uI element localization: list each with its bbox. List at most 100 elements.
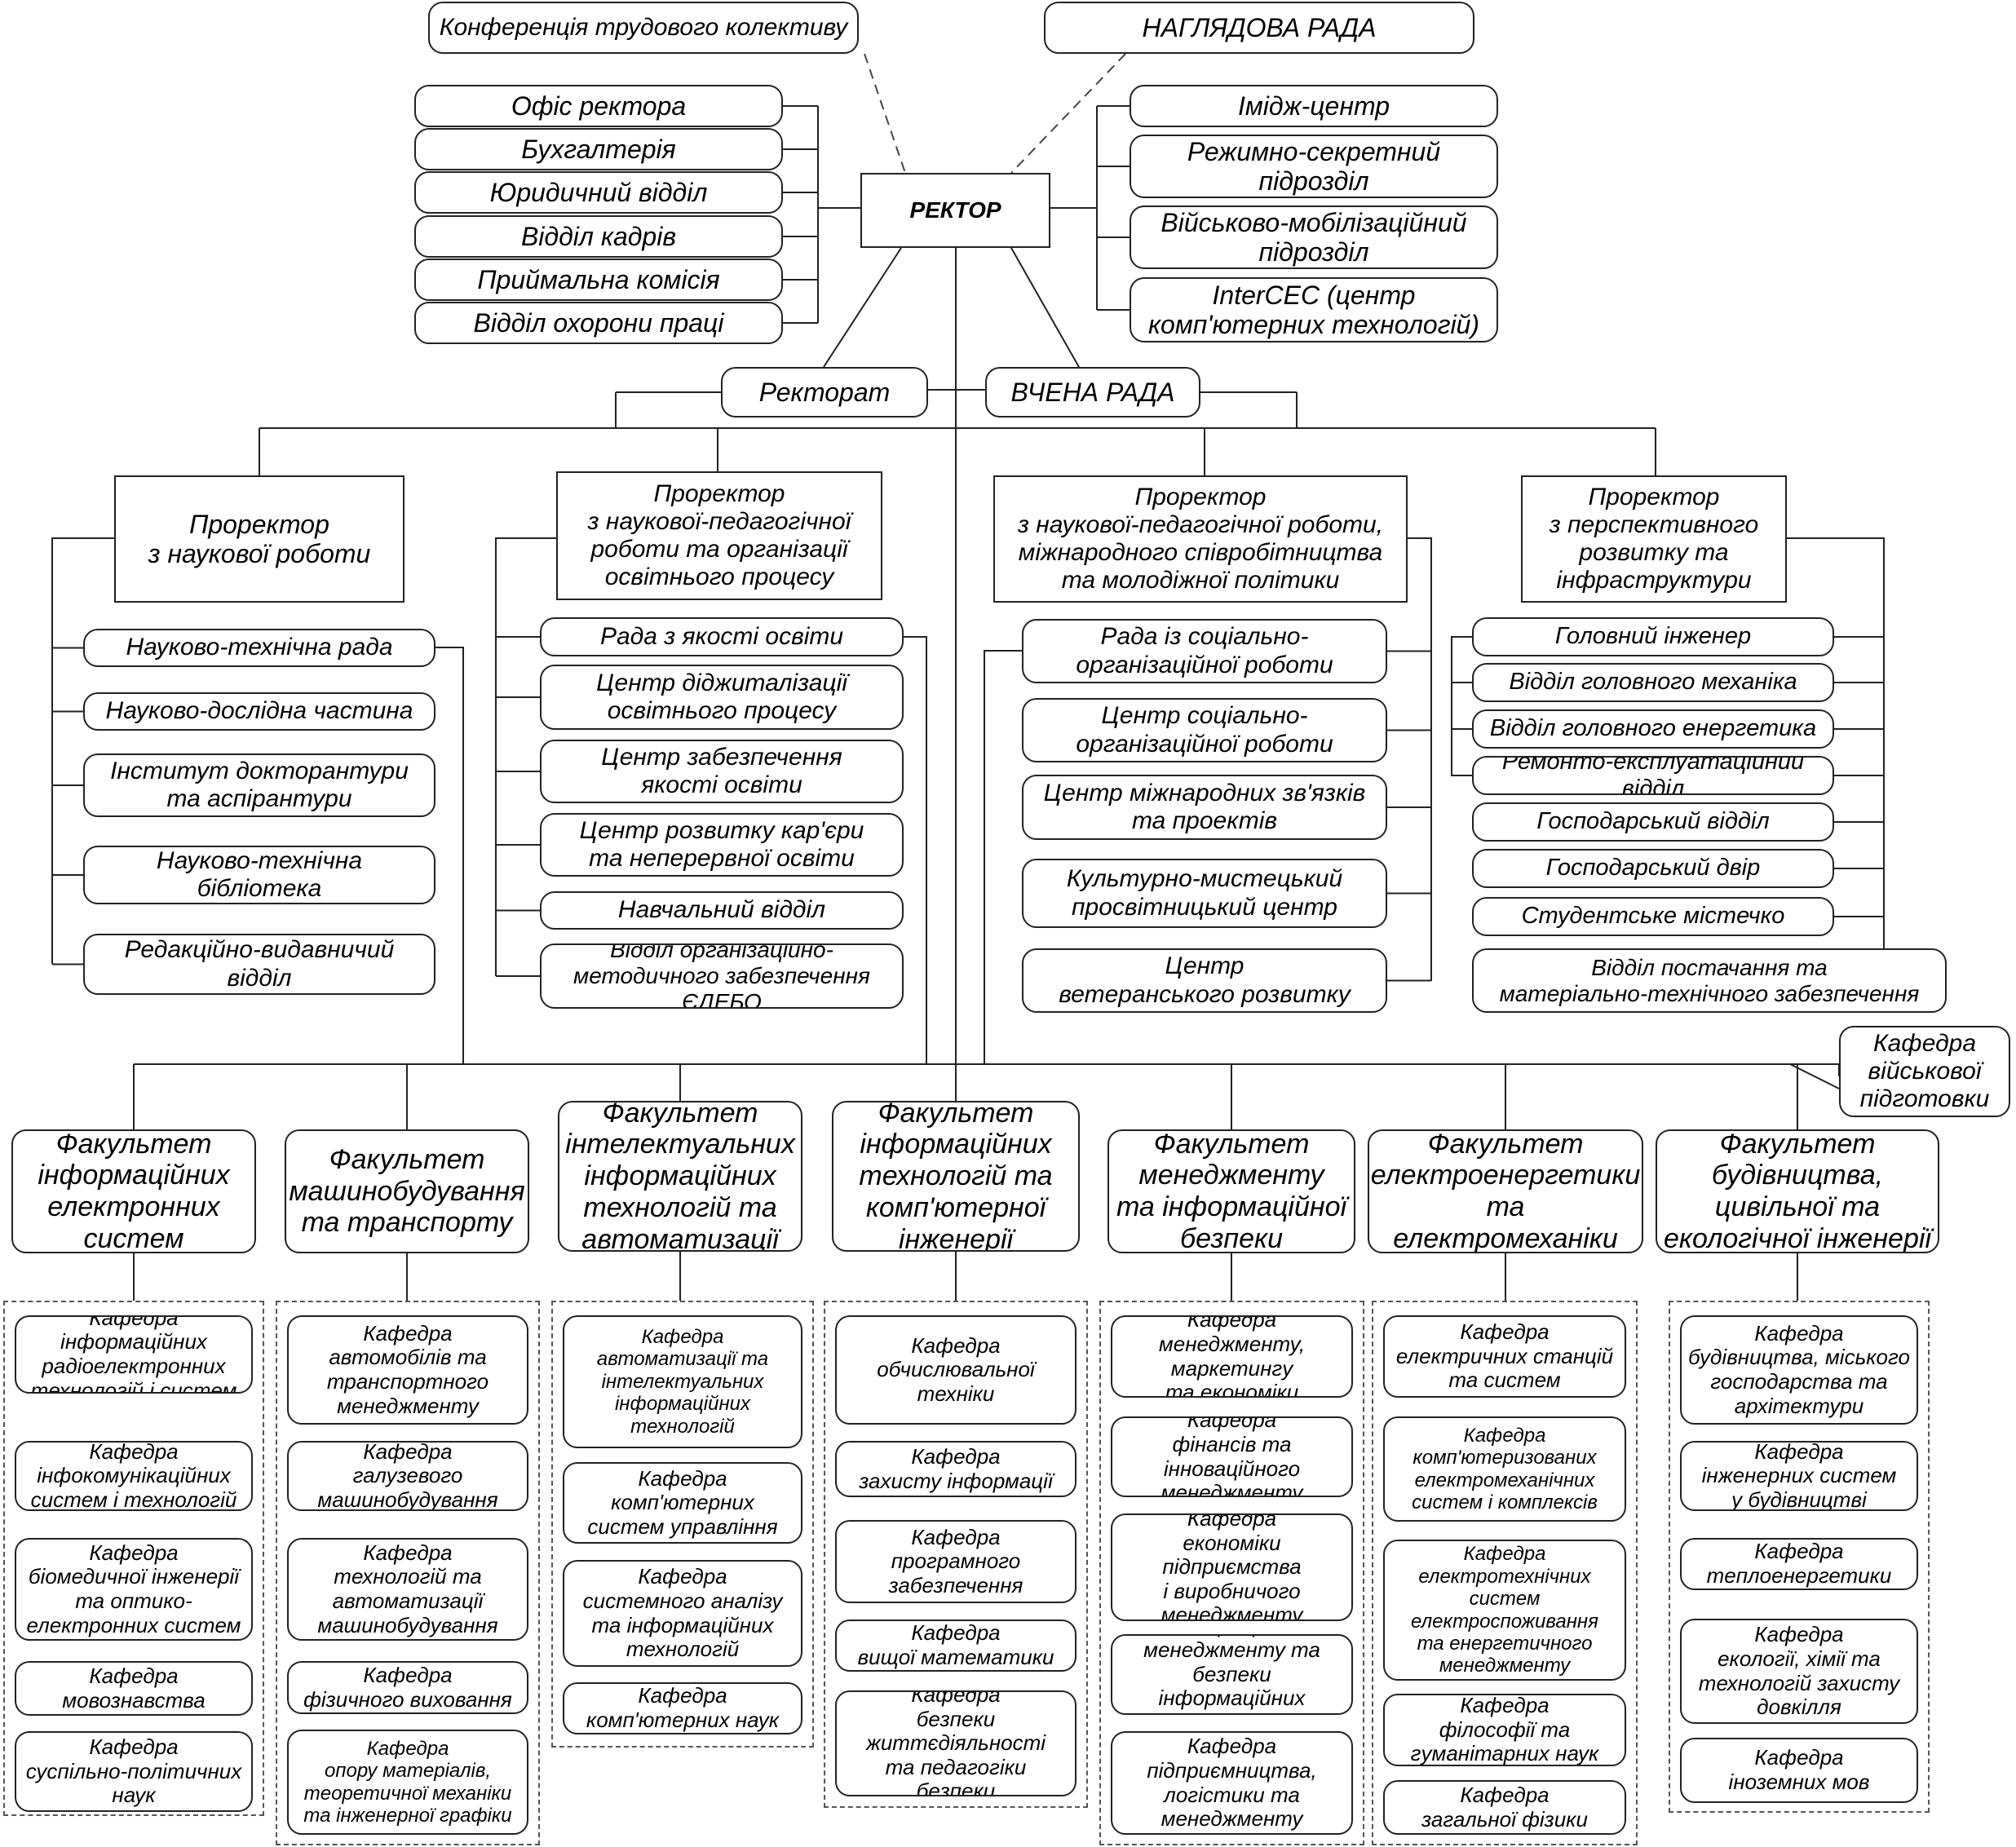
department-box: Кафедра загальної фізики bbox=[1383, 1780, 1626, 1835]
faculty-box: Факультет менеджменту та інформаційної б… bbox=[1107, 1129, 1355, 1253]
international-unit: Культурно-мистецький просвітницький цент… bbox=[1022, 859, 1387, 928]
department-box: Кафедра інформаційних радіоелектронних т… bbox=[15, 1315, 253, 1394]
department-box: Кафедра опору матеріалів, теоретичної ме… bbox=[287, 1730, 528, 1835]
department-box: Кафедра філософії та гуманітарних наук bbox=[1383, 1694, 1626, 1766]
faculty-box: Факультет будівництва, цивільної та екол… bbox=[1656, 1129, 1939, 1253]
science-unit: Науково-технічна рада bbox=[83, 629, 435, 667]
infrastructure-unit: Головний інженер bbox=[1472, 617, 1834, 656]
department-group bbox=[276, 1301, 540, 1845]
department-box: Кафедра теплоенергетики bbox=[1680, 1538, 1918, 1590]
department-box: Кафедра економіки підприємства і виробни… bbox=[1111, 1513, 1353, 1621]
faculty-box: Факультет машинобудування та транспорту bbox=[285, 1129, 529, 1253]
department-box: Кафедра електричних станцій та систем bbox=[1383, 1315, 1626, 1398]
department-box: Кафедра технологій та автоматизації маши… bbox=[287, 1538, 528, 1641]
rectorate-box: Ректорат bbox=[721, 367, 928, 418]
rector-service-unit: Імідж-центр bbox=[1130, 85, 1498, 127]
department-box: Кафедра фінансів та інноваційного менедж… bbox=[1111, 1416, 1353, 1497]
rector-office-unit: Приймальна комісія bbox=[414, 258, 783, 301]
science-unit: Науково-технічна бібліотека bbox=[83, 846, 435, 904]
rector-service-unit: Військово-мобілізаційний підрозділ bbox=[1130, 205, 1498, 269]
department-box: Кафедра системного аналізу та інформацій… bbox=[563, 1560, 802, 1667]
infrastructure-unit: Господарський відділ bbox=[1472, 802, 1834, 842]
department-box: Кафедра комп'ютеризованих електромеханіч… bbox=[1383, 1416, 1626, 1522]
department-box: Кафедра електротехнічних систем електрос… bbox=[1383, 1540, 1626, 1681]
education-unit: Центр розвитку кар'єри та неперервної ос… bbox=[540, 813, 904, 877]
department-box: Кафедра комп'ютерних систем управління bbox=[563, 1462, 802, 1544]
department-box: Кафедра інженерних систем у будівництві bbox=[1680, 1441, 1918, 1511]
dashed-connector bbox=[864, 53, 906, 174]
rector-office-unit: Юридичний відділ bbox=[414, 171, 783, 214]
faculty-box: Факультет інформаційних технологій та ко… bbox=[832, 1101, 1080, 1252]
international-unit: Центр міжнародних зв'язків та проектів bbox=[1022, 775, 1387, 840]
science-unit: Редакційно-видавничий відділ bbox=[83, 934, 435, 995]
department-box: Кафедра біомедичної інженерії та оптико-… bbox=[15, 1538, 253, 1641]
connector bbox=[823, 247, 902, 368]
rector-box: РЕКТОР bbox=[860, 173, 1050, 248]
department-box: Кафедра обчислювальної техніки bbox=[835, 1315, 1077, 1425]
department-box: Кафедра інфокомунікаційних систем і техн… bbox=[15, 1441, 253, 1511]
department-box: Кафедра мовознавства bbox=[15, 1661, 253, 1716]
department-box: Кафедра підприємництва, логістики та мен… bbox=[1111, 1731, 1353, 1835]
rector-service-unit: Режимно-секретний підрозділ bbox=[1130, 135, 1498, 198]
connector bbox=[1787, 537, 1885, 948]
department-box: Кафедра будівництва, міського господарст… bbox=[1680, 1315, 1918, 1425]
infrastructure-unit: Відділ постачання та матеріально-технічн… bbox=[1472, 948, 1947, 1013]
faculty-box: Факультет електроенергетики та електроме… bbox=[1368, 1129, 1643, 1253]
department-group bbox=[1669, 1301, 1930, 1813]
department-group bbox=[3, 1301, 264, 1816]
department-box: Кафедра автомобілів та транспортного мен… bbox=[287, 1315, 528, 1425]
connector bbox=[1451, 636, 1472, 776]
connector bbox=[984, 650, 1022, 1064]
department-group bbox=[824, 1301, 1088, 1808]
international-unit: Рада із соціально- організаційної роботи bbox=[1022, 619, 1387, 683]
department-box: Кафедра захисту інформації bbox=[835, 1441, 1077, 1497]
department-box: Кафедра менеджменту, маркетингу та еконо… bbox=[1111, 1315, 1353, 1398]
education-unit: Центр діджиталізації освітнього процесу bbox=[540, 665, 904, 730]
faculty-box: Факультет інформаційних електронних сист… bbox=[11, 1129, 256, 1253]
rector-office-unit: Бухгалтерія bbox=[414, 128, 783, 170]
infrastructure-unit: Відділ головного енергетика bbox=[1472, 709, 1834, 749]
infrastructure-unit: Ремонто-експлуатаційний відділ bbox=[1472, 756, 1834, 795]
department-box: Кафедра іноземних мов bbox=[1680, 1738, 1918, 1803]
vice-rector-4: Проректор з перспективного розвитку та і… bbox=[1521, 475, 1787, 603]
department-box: Кафедра екології, хімії та технологій за… bbox=[1680, 1619, 1918, 1724]
dashed-connector bbox=[1010, 53, 1126, 174]
department-box: Кафедра безпеки життєдіяльності та педаг… bbox=[835, 1690, 1077, 1796]
vice-rector-1: Проректор з наукової роботи bbox=[114, 475, 405, 603]
education-unit: Відділ організаційно- методичного забезп… bbox=[540, 943, 904, 1009]
connector bbox=[51, 537, 114, 964]
conference-box: Конференція трудового колективу bbox=[428, 2, 859, 54]
department-box: Кафедра автоматизації та інтелектуальних… bbox=[563, 1315, 802, 1448]
education-unit: Рада з якості освіти bbox=[540, 617, 904, 656]
education-unit: Центр забезпечення якості освіти bbox=[540, 740, 904, 803]
department-box: Кафедра фізичного виховання bbox=[287, 1661, 528, 1714]
department-group bbox=[1099, 1301, 1364, 1845]
international-unit: Центр ветеранського розвитку bbox=[1022, 948, 1387, 1013]
academic-council-box: ВЧЕНА РАДА bbox=[985, 367, 1200, 418]
department-box: Кафедра вищої математики bbox=[835, 1619, 1077, 1672]
infrastructure-unit: Відділ головного механіка bbox=[1472, 663, 1834, 702]
department-group bbox=[551, 1301, 814, 1748]
connector bbox=[435, 647, 464, 1064]
infrastructure-unit: Студентське містечко bbox=[1472, 897, 1834, 936]
supervisory-board-box: НАГЛЯДОВА РАДА bbox=[1044, 2, 1474, 54]
vice-rector-2: Проректор з наукової-педагогічної роботи… bbox=[556, 471, 882, 600]
infrastructure-unit: Господарський двір bbox=[1472, 849, 1834, 888]
connector bbox=[1408, 537, 1432, 981]
connector bbox=[495, 537, 556, 976]
rector-office-unit: Офіс ректора bbox=[414, 85, 783, 127]
science-unit: Науково-дослідна частина bbox=[83, 692, 435, 731]
connector bbox=[904, 636, 927, 1064]
education-unit: Навчальний відділ bbox=[540, 891, 904, 930]
department-box: Кафедра суспільно-політичних наук bbox=[15, 1731, 253, 1812]
rector-office-unit: Відділ кадрів bbox=[414, 215, 783, 258]
science-unit: Інститут докторантури та аспірантури bbox=[83, 753, 435, 817]
faculty-box: Факультет інтелектуальних інформаційних … bbox=[558, 1101, 802, 1252]
department-group bbox=[1372, 1301, 1638, 1845]
international-unit: Центр соціально- організаційної роботи bbox=[1022, 698, 1387, 762]
vice-rector-3: Проректор з наукової-педагогічної роботи… bbox=[993, 475, 1408, 603]
department-box: Кафедра комп'ютерних наук bbox=[563, 1682, 802, 1734]
department-box: Кафедра менеджменту та безпеки інформаці… bbox=[1111, 1634, 1353, 1715]
rector-service-unit: InterCEC (центр комп'ютерних технологій) bbox=[1130, 277, 1498, 342]
